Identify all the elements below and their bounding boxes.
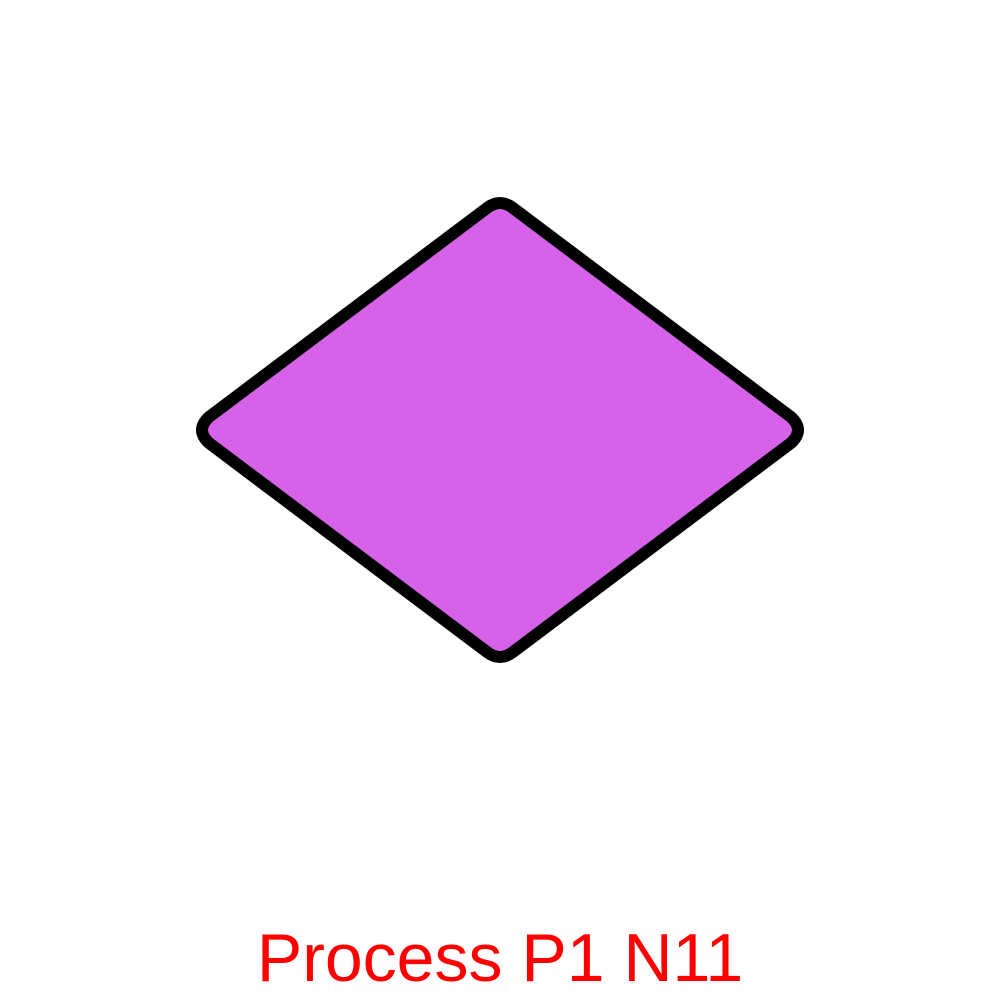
node-caption-label: Process P1 N11: [256, 920, 744, 996]
process-diamond-node[interactable]: [196, 197, 804, 663]
